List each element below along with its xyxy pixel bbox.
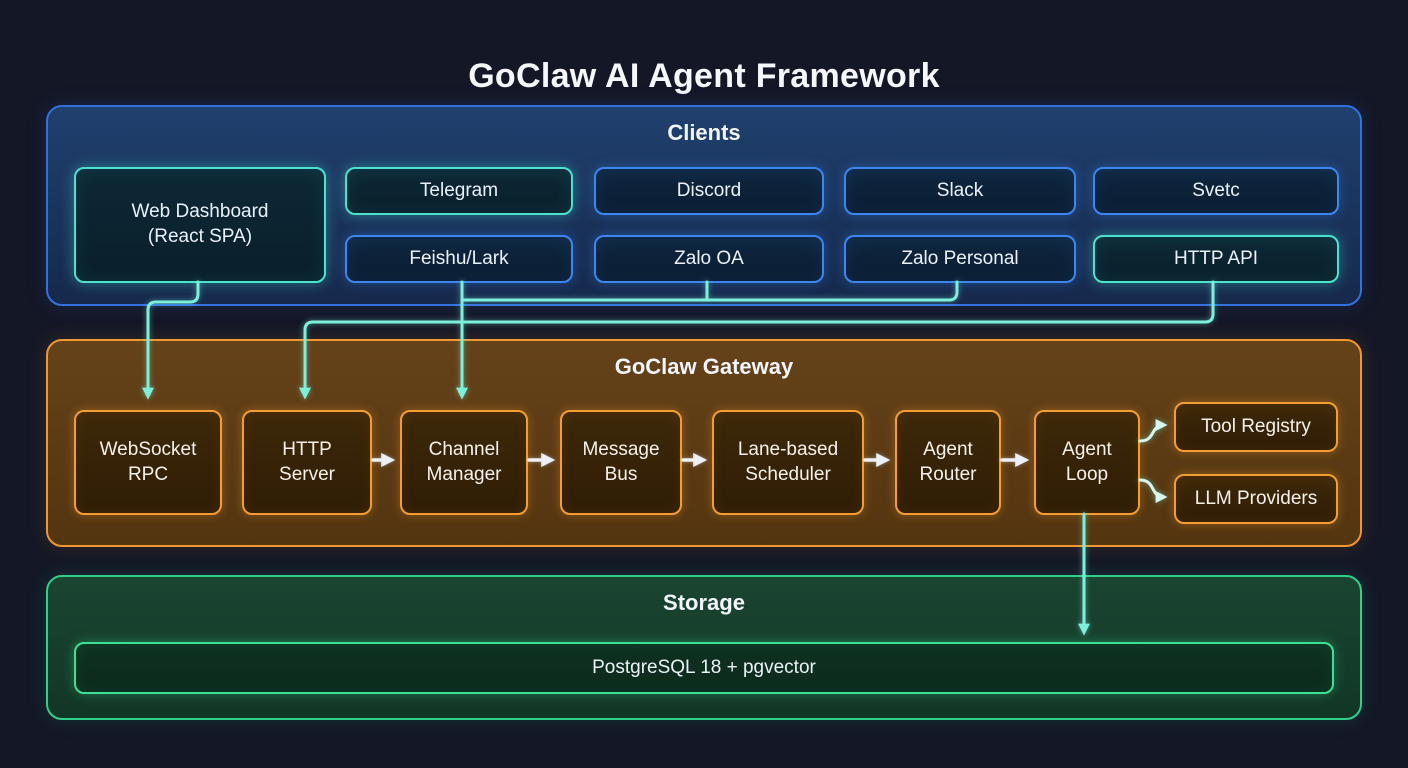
node-agent-router: Agent Router xyxy=(895,410,1001,515)
node-telegram: Telegram xyxy=(345,167,573,215)
page-title: GoClaw AI Agent Framework xyxy=(468,56,940,95)
node-tool-registry: Tool Registry xyxy=(1174,402,1338,452)
node-postgresql: PostgreSQL 18 + pgvector xyxy=(74,642,1334,694)
gateway-panel: GoClaw Gateway WebSocket RPC HTTP Server… xyxy=(46,339,1362,547)
node-slack: Slack xyxy=(844,167,1076,215)
node-svetc: Svetc xyxy=(1093,167,1339,215)
node-channel-manager: Channel Manager xyxy=(400,410,528,515)
node-zalo-oa: Zalo OA xyxy=(594,235,824,283)
node-http-server: HTTP Server xyxy=(242,410,372,515)
storage-panel-title: Storage xyxy=(663,590,745,615)
node-llm-providers: LLM Providers xyxy=(1174,474,1338,524)
node-http-api: HTTP API xyxy=(1093,235,1339,283)
node-web-dashboard: Web Dashboard (React SPA) xyxy=(74,167,326,283)
node-discord: Discord xyxy=(594,167,824,215)
node-agent-loop: Agent Loop xyxy=(1034,410,1140,515)
clients-panel: Clients Web Dashboard (React SPA) Telegr… xyxy=(46,105,1362,306)
clients-panel-title: Clients xyxy=(667,120,741,145)
gateway-panel-title: GoClaw Gateway xyxy=(614,354,794,379)
node-feishu-lark: Feishu/Lark xyxy=(345,235,573,283)
node-message-bus: Message Bus xyxy=(560,410,682,515)
node-zalo-personal: Zalo Personal xyxy=(844,235,1076,283)
node-lane-based-scheduler: Lane-based Scheduler xyxy=(712,410,864,515)
node-websocket-rpc: WebSocket RPC xyxy=(74,410,222,515)
storage-panel: Storage PostgreSQL 18 + pgvector xyxy=(46,575,1362,720)
